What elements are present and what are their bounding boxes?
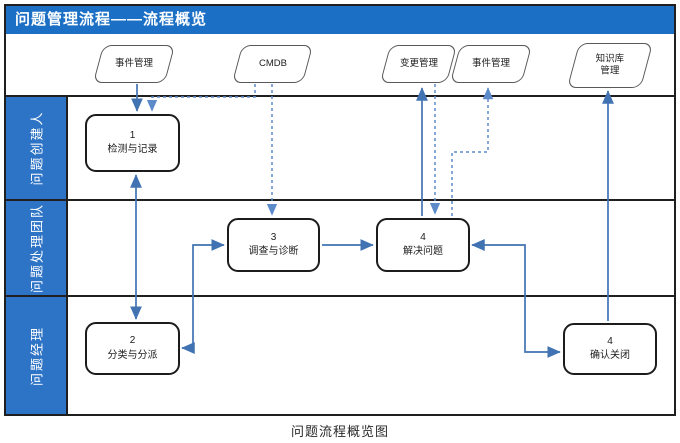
swimlane-label: 问题处理团队: [29, 202, 45, 294]
swimlane-problem-handling-team: 问题处理团队: [6, 201, 68, 295]
external-system-label: 事件管理: [471, 57, 511, 69]
step-number: 4: [607, 335, 613, 347]
step-number: 3: [270, 231, 277, 243]
step-label: 解决问题: [403, 246, 443, 257]
step-number: 2: [129, 335, 136, 346]
step-box-investigate-diagnose: 3 调查与诊断: [227, 218, 320, 272]
swimlane-label: 问题创建人: [29, 110, 45, 186]
step-number: 4: [420, 231, 426, 243]
external-system-cmdb: CMDB: [231, 45, 314, 83]
step-label: 调查与诊断: [248, 246, 299, 257]
diagram-title-bar: 问题管理流程——流程概览: [6, 6, 674, 34]
external-system-label: 事件管理: [114, 57, 154, 69]
swimlane-label: 问题经理: [29, 325, 45, 386]
external-system-incident-management-2: 事件管理: [449, 45, 533, 83]
lane-separator-2: [6, 295, 674, 297]
lane-separator-1: [6, 199, 674, 201]
external-system-label: 变更管理: [399, 57, 438, 69]
step-label: 检测与记录: [107, 144, 158, 155]
diagram-title: 问题管理流程——流程概览: [15, 11, 208, 28]
step-box-resolve-problem: 4 解决问题: [376, 218, 470, 272]
external-system-label: 知识库管理: [595, 53, 625, 77]
external-system-label: CMDB: [258, 57, 287, 69]
external-system-change-management: 变更管理: [379, 45, 458, 83]
swimlane-problem-manager: 问题经理: [6, 297, 68, 414]
step-box-detect-record: 1 检测与记录: [85, 114, 180, 172]
step-label: 确认关闭: [590, 350, 630, 361]
step-box-classify-assign: 2 分类与分派: [85, 322, 180, 375]
external-system-incident-management-1: 事件管理: [92, 45, 176, 83]
flowchart-frame: 问题管理流程——流程概览 事件管理 CMDB 变更管理 事件管理 知识库管理 问…: [4, 4, 676, 416]
external-system-knowledge-base: 知识库管理: [566, 43, 654, 88]
swimlane-problem-creator: 问题创建人: [6, 97, 68, 199]
step-box-confirm-close: 4 确认关闭: [563, 323, 657, 375]
step-label: 分类与分派: [107, 349, 158, 361]
step-number: 1: [129, 129, 136, 141]
diagram-caption: 问题流程概览图: [290, 424, 389, 439]
lane-top-border: [6, 95, 674, 97]
